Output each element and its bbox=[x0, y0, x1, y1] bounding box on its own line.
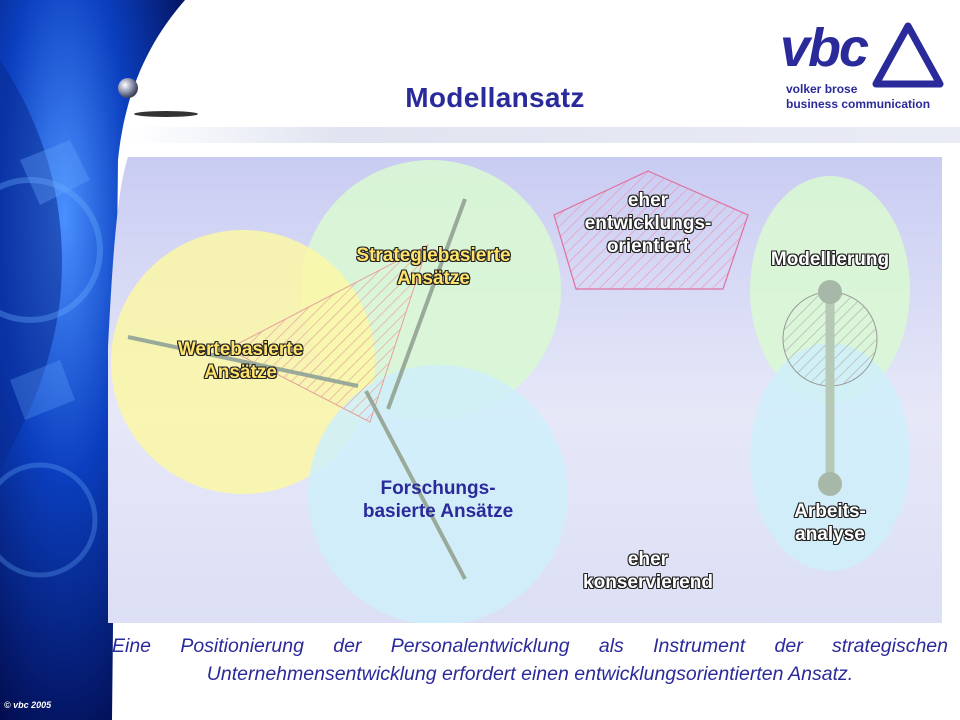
copyright-notice: © vbc 2005 bbox=[4, 700, 52, 710]
axis-line-3 bbox=[364, 390, 467, 580]
diagram-canvas bbox=[108, 157, 942, 623]
research-circle bbox=[308, 365, 568, 623]
left-decoration bbox=[0, 0, 198, 720]
label-modelling: Modellierung bbox=[770, 249, 890, 270]
title-rule bbox=[130, 127, 960, 143]
logo-line-1: volker brose bbox=[786, 82, 858, 96]
label-work-analysis: Arbeits- analyse bbox=[794, 501, 866, 545]
label-conservative: eher konservierend bbox=[583, 549, 713, 593]
logo-mark: vbc bbox=[780, 18, 869, 78]
vbc-logo: vbc volker brose business communication bbox=[780, 18, 955, 118]
connector-bottom-knob bbox=[818, 472, 842, 496]
development-pentagon bbox=[553, 170, 749, 290]
model-diagram: Strategiebasierte Ansätze Wertebasierte … bbox=[108, 157, 942, 623]
slide-title: Modellansatz bbox=[405, 82, 585, 113]
logo-triangle-icon bbox=[872, 22, 944, 88]
connector-top-knob bbox=[818, 280, 842, 304]
slide-caption: Eine Positionierung der Personalentwickl… bbox=[112, 635, 948, 685]
label-values: Wertebasierte Ansätze bbox=[177, 339, 304, 383]
label-strategy: Strategiebasierte Ansätze bbox=[356, 245, 511, 289]
label-development-oriented: eher entwicklungs- orientiert bbox=[584, 190, 712, 257]
label-research: Forschungs- basierte Ansätze bbox=[362, 478, 514, 522]
axis-line-1 bbox=[386, 198, 467, 410]
hatched-triangle bbox=[226, 243, 429, 423]
axis-line-2 bbox=[127, 335, 359, 388]
logo-line-2: business communication bbox=[786, 97, 931, 111]
